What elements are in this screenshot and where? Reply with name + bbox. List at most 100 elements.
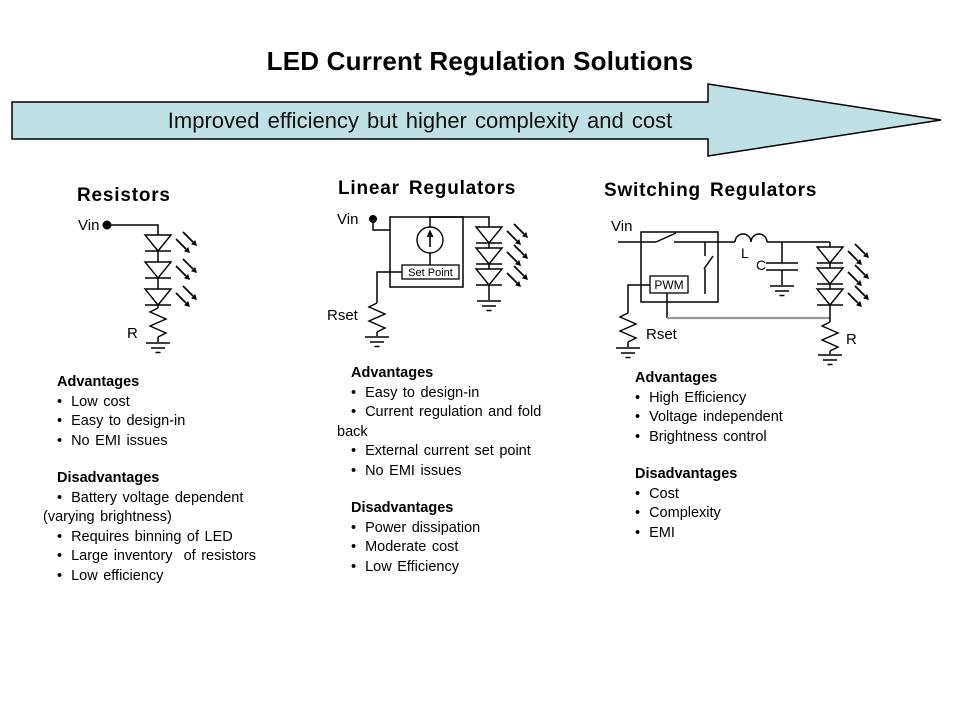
bullet-icon: •: [57, 432, 63, 449]
wire: [627, 284, 650, 313]
ground-symbol: [476, 300, 502, 312]
vin-label: Vin: [611, 218, 632, 235]
regulator-box: [389, 216, 464, 288]
advantages-heading: Advantages: [635, 370, 718, 386]
bullet-icon: •: [351, 384, 357, 401]
list-item: •Current regulation and fold back: [337, 404, 542, 440]
led-symbol: [816, 267, 844, 285]
bullet-icon: •: [635, 524, 641, 541]
list-item: •Large inventory of resistors: [57, 548, 256, 564]
bullet-icon: •: [351, 443, 357, 459]
rset-label: Rset: [327, 307, 359, 324]
list-item: •Brightness control: [635, 428, 767, 445]
current-source-arrowhead: [426, 229, 434, 237]
light-emission-icon: [506, 244, 529, 267]
list-item: •Requires binning of LED: [57, 528, 233, 545]
bullet-icon: •: [351, 558, 357, 575]
list-item: •Voltage independent: [635, 409, 783, 425]
switching-regulator-circuit: PWM Vin L C Rset R: [611, 218, 870, 366]
bullet-icon: •: [635, 389, 641, 406]
pwm-label: PWM: [654, 278, 683, 292]
list-item: •No EMI issues: [57, 432, 168, 449]
bullet-icon: •: [57, 393, 63, 410]
list-item: •Battery voltage dependent (varying brig…: [43, 489, 244, 526]
section-gap: [337, 481, 587, 499]
flow-arrow: [11, 83, 942, 157]
led-symbol: [475, 226, 503, 244]
wire: [111, 224, 159, 308]
advantages-heading: Advantages: [57, 374, 140, 390]
capacitor-label: C: [756, 257, 766, 273]
light-emission-icon: [847, 285, 870, 308]
list-item: •Easy to design-in: [57, 413, 186, 429]
list-item: •High Efficiency: [635, 389, 747, 406]
resistors-pros-cons-list: Advantages •Low cost •Easy to design-in …: [43, 373, 288, 586]
ground-symbol: [145, 342, 171, 354]
vin-node-dot: [369, 215, 377, 223]
led-symbol: [144, 234, 172, 252]
switch-symbol: [703, 255, 714, 270]
ground-symbol: [769, 285, 795, 297]
column-heading-linear: Linear Regulators: [338, 178, 517, 199]
set-point-label: Set Point: [408, 267, 453, 279]
list-item: •Low Efficiency: [351, 558, 459, 575]
resistor-symbol: [619, 312, 637, 343]
bullet-icon: •: [635, 409, 641, 425]
led-symbol: [816, 288, 844, 306]
led-symbol: [475, 247, 503, 265]
wire: [372, 223, 390, 231]
light-emission-icon: [175, 231, 198, 254]
led-symbol: [144, 288, 172, 306]
bullet-icon: •: [57, 489, 63, 506]
light-emission-icon: [175, 258, 198, 281]
ground-symbol: [817, 354, 843, 366]
light-emission-icon: [847, 264, 870, 287]
led-symbol: [144, 261, 172, 279]
list-item: •Cost: [635, 485, 679, 502]
vin-node-dot: [102, 220, 112, 230]
list-item: •Low efficiency: [57, 567, 164, 584]
resistor-label: R: [127, 325, 138, 342]
led-symbol: [475, 268, 503, 286]
list-item: •External current set point: [351, 443, 531, 459]
bullet-icon: •: [351, 404, 357, 420]
column-heading-switching: Switching Regulators: [604, 180, 818, 201]
vin-label: Vin: [337, 211, 358, 228]
resistors-circuit: Vin R: [78, 217, 198, 354]
resistor-symbol: [368, 302, 386, 333]
bullet-icon: •: [351, 519, 357, 536]
led-symbol: [816, 246, 844, 264]
advantages-heading: Advantages: [351, 365, 434, 381]
slide-title: LED Current Regulation Solutions: [266, 46, 694, 76]
bullet-icon: •: [351, 539, 357, 555]
banner-text: Improved efficiency but higher complexit…: [167, 108, 673, 133]
ground-symbol: [615, 347, 641, 359]
regulator-box: [640, 231, 719, 303]
list-item: •Moderate cost: [351, 539, 459, 555]
bullet-icon: •: [57, 548, 63, 564]
linear-pros-cons-list: Advantages •Easy to design-in •Current r…: [337, 364, 587, 577]
list-item: •No EMI issues: [351, 462, 462, 479]
list-item: •Complexity: [635, 505, 721, 521]
bullet-icon: •: [635, 505, 641, 521]
bullet-icon: •: [635, 485, 641, 502]
disadvantages-heading: Disadvantages: [351, 500, 454, 516]
linear-regulator-circuit: Set Point Vin Rset: [327, 211, 529, 348]
switch-symbol: [655, 232, 677, 243]
disadvantages-heading: Disadvantages: [635, 466, 738, 482]
light-emission-icon: [847, 243, 870, 266]
rset-label: Rset: [646, 326, 678, 343]
column-heading-resistors: Resistors: [77, 185, 171, 206]
light-emission-icon: [506, 265, 529, 288]
inductor-symbol: [734, 233, 768, 243]
light-emission-icon: [506, 223, 529, 246]
bullet-icon: •: [57, 567, 63, 584]
bullet-icon: •: [57, 528, 63, 545]
bullet-icon: •: [57, 413, 63, 429]
list-item: •Low cost: [57, 393, 130, 410]
inductor-label: L: [741, 245, 749, 261]
resistor-symbol: [149, 307, 167, 338]
disadvantages-heading: Disadvantages: [57, 470, 160, 486]
